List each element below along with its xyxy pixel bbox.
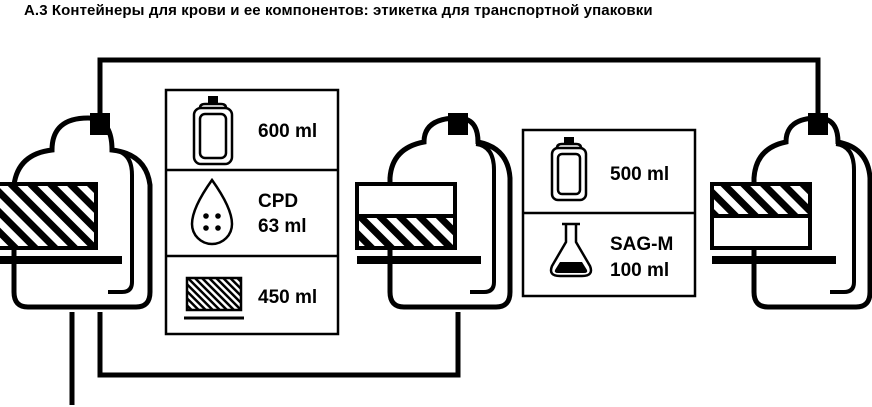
bag-plasma — [355, 113, 513, 310]
blood-bag-icon — [192, 96, 234, 166]
drop-icon — [190, 177, 234, 246]
bottom-tube — [97, 312, 461, 378]
flask-icon — [549, 222, 593, 278]
bag-red-cells-port — [808, 113, 828, 135]
additive-volume: 100 ml — [610, 260, 669, 281]
hatched-box-icon — [184, 276, 244, 320]
anticoagulant-volume: 63 ml — [258, 216, 307, 237]
label-panel-2: 500 ml SAG-M 100 ml — [521, 128, 697, 298]
bag-red-cells — [710, 113, 872, 310]
tubing — [69, 57, 821, 405]
bag-primary-port — [90, 113, 110, 135]
additive-name: SAG-M — [610, 234, 673, 255]
bag-primary — [0, 113, 153, 310]
label-panel-1: 600 ml CPD 63 ml 450 ml — [164, 88, 340, 336]
blood-bag-icon — [550, 137, 588, 202]
label-panel-2-volume: 500 ml — [610, 164, 669, 185]
top-tube — [97, 57, 821, 118]
bag-plasma-port — [448, 113, 468, 135]
collection-volume: 450 ml — [258, 287, 317, 308]
anticoagulant-name: CPD — [258, 191, 298, 212]
label-panel-1-volume: 600 ml — [258, 121, 317, 142]
bag-primary-label — [0, 182, 98, 250]
page-title: А.3 Контейнеры для крови и ее компоненто… — [24, 2, 653, 19]
